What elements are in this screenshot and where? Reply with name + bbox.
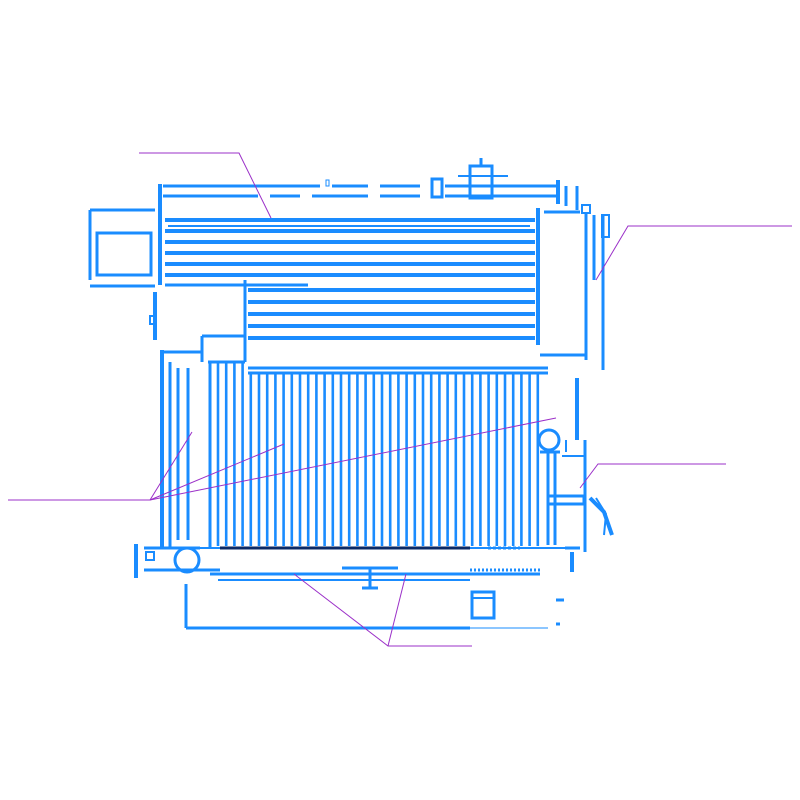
middle-tube-bank [165,283,535,340]
callout-right-middle [579,463,726,489]
top-rail [163,158,591,214]
callout-top-left [139,152,272,219]
callout-left-middle [8,431,193,501]
furnace-frame [160,280,548,548]
callout-right-upper [595,225,792,281]
left-header-box [88,184,162,340]
callout-leaders [8,152,792,647]
callout-bottom [293,573,472,647]
upper-tube-bank [165,218,535,277]
right-drum [537,428,614,545]
bottom-drum-assembly [134,544,580,630]
